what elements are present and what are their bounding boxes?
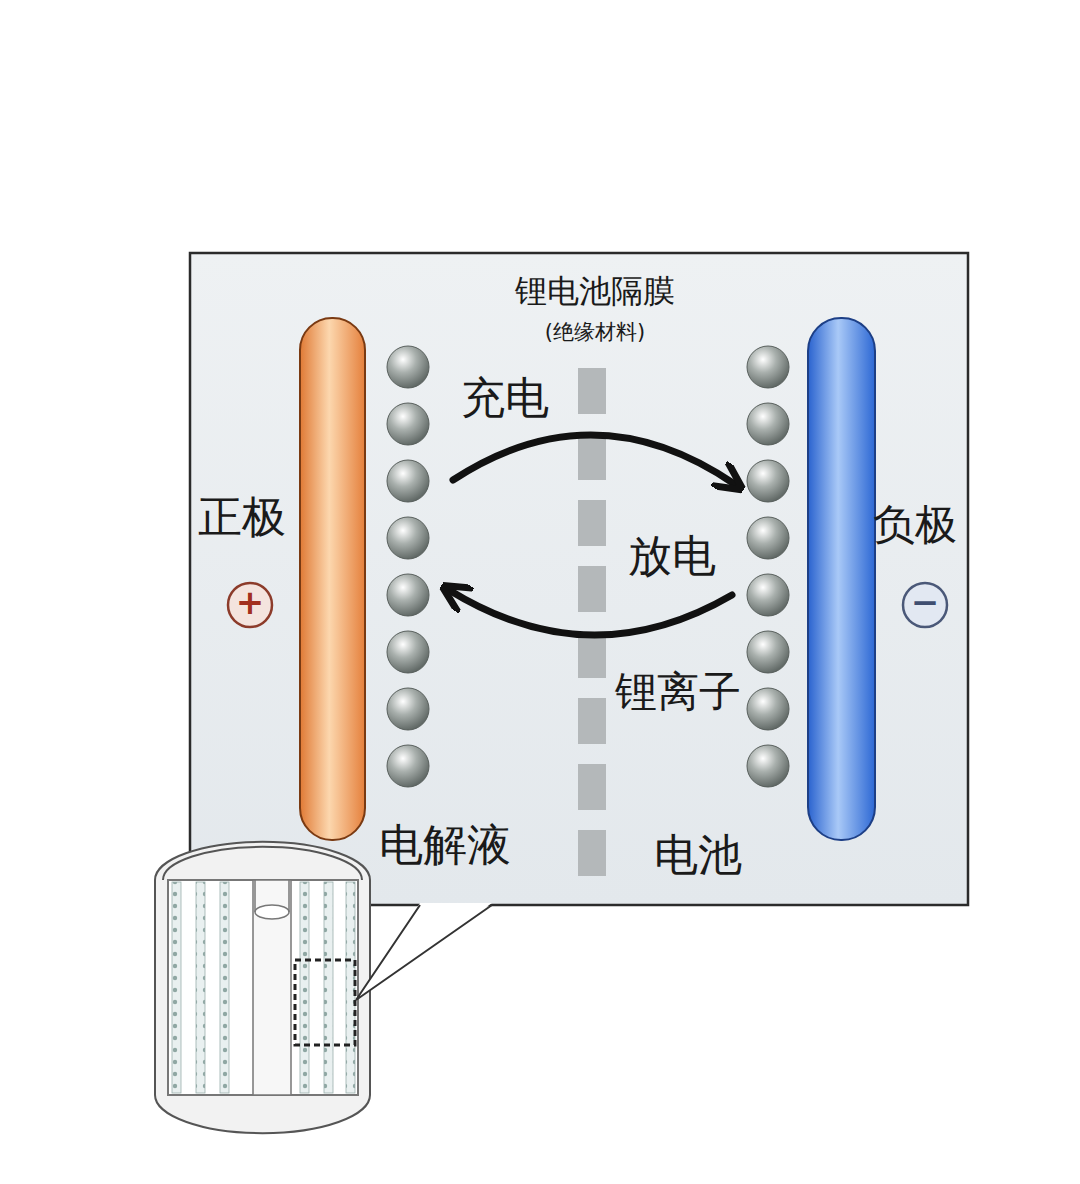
lithium-ion-ball (387, 688, 429, 730)
electrode-layer (300, 882, 309, 1093)
electrode-label: 正极 (198, 493, 286, 541)
lithium-ion-ball (387, 517, 429, 559)
electrode-layer (172, 882, 181, 1093)
negative-electrode: 负极 (740, 318, 975, 840)
minus-sign: − (911, 584, 940, 621)
battery-label: 电池 (654, 831, 742, 879)
positive-electrode: 正极 (195, 318, 445, 840)
separator-title: 锂电池隔膜 (515, 274, 675, 309)
lithium-ion-ball (747, 745, 789, 787)
edge-label: 充电 (461, 374, 549, 422)
electrode-layer (346, 882, 355, 1093)
separator-dash (578, 434, 606, 480)
lithium-ion-ball (387, 460, 429, 502)
separator-dash (578, 698, 606, 744)
separator-dash (578, 566, 606, 612)
lithium-ion-ball (747, 346, 789, 388)
ion-flow-arrow (449, 590, 732, 635)
electrolyte-label: 电解液 (379, 821, 511, 869)
lithium-ion-ball (747, 517, 789, 559)
ion-label: 锂离子 (615, 669, 741, 715)
lithium-ion-ball (747, 403, 789, 445)
lithium-ion-ball (387, 631, 429, 673)
lithium-ion-ball (387, 346, 429, 388)
lithium-ion-ball (387, 574, 429, 616)
lithium-ion-ball (387, 745, 429, 787)
separator-dash (578, 632, 606, 678)
separator-dash (578, 764, 606, 810)
electrode-layer (220, 882, 229, 1093)
separator-note: (绝缘材料) (545, 321, 645, 344)
electrode-layer (324, 882, 333, 1093)
separator-dash (578, 830, 606, 876)
lithium-ion-ball (747, 460, 789, 502)
separator-dash (578, 368, 606, 414)
lithium-ion-ball (387, 403, 429, 445)
electrode-label: 负极 (873, 502, 957, 548)
separator-dash (578, 500, 606, 546)
lithium-ion-ball (747, 631, 789, 673)
electrode-layer (196, 882, 205, 1093)
edge-label: 放电 (628, 532, 716, 580)
lithium-ion-ball (747, 574, 789, 616)
ion-flow-arrow (453, 435, 736, 485)
lithium-ion-ball (747, 688, 789, 730)
plus-sign: + (236, 584, 265, 621)
